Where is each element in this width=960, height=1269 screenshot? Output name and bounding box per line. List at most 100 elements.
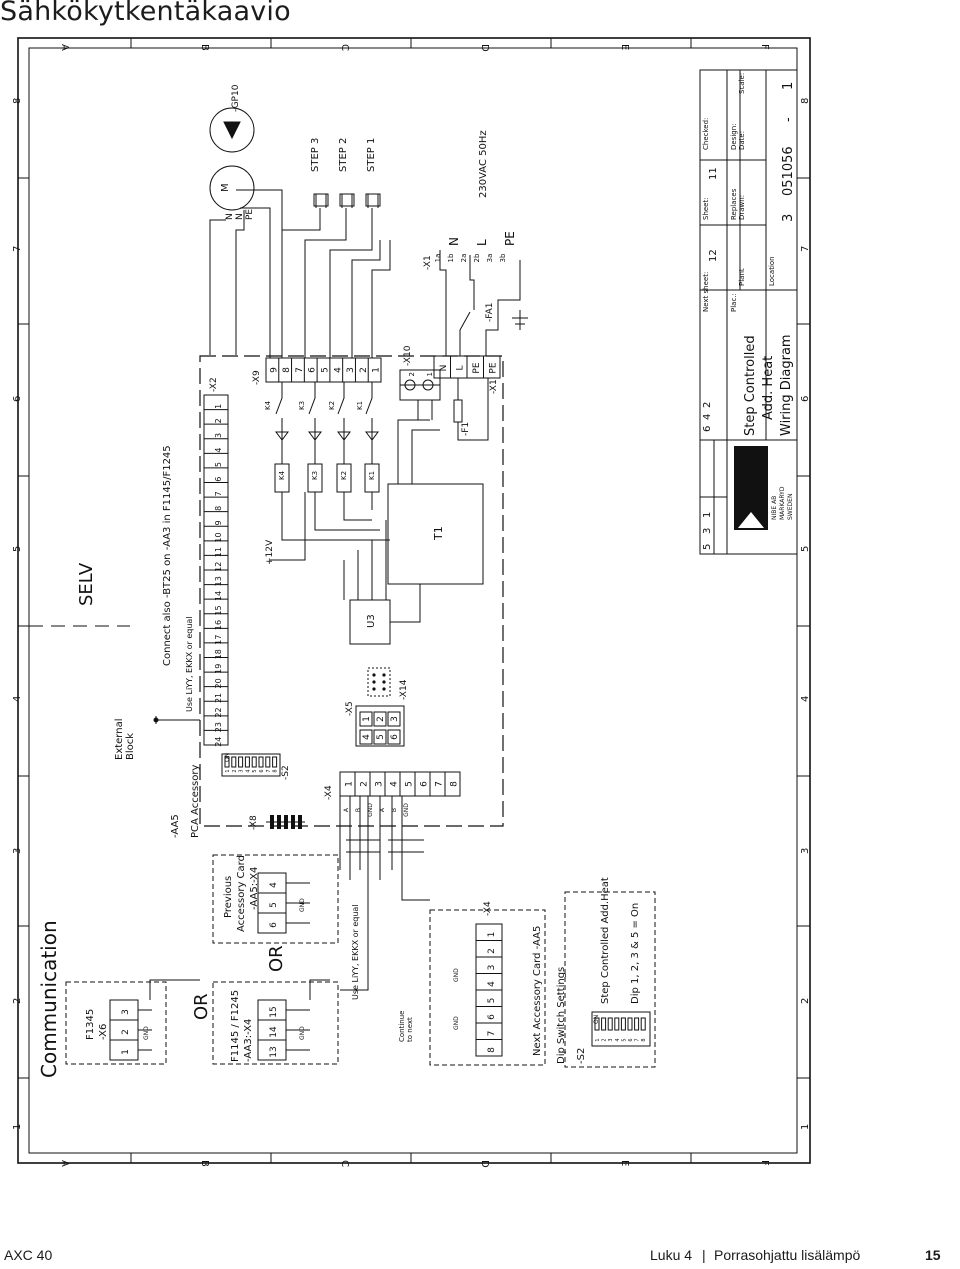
x1-mains-terminal: 1a	[434, 254, 442, 263]
f1145-box	[212, 981, 339, 1065]
next-x4-terminal-number: 6	[487, 1014, 497, 1020]
frame-col-label-left: 6	[12, 396, 23, 402]
revision-number: 2	[702, 402, 713, 408]
x1-mains-terminal: 3b	[499, 253, 507, 262]
x4-terminal-number: 6	[420, 781, 430, 787]
x9-terminal-number: 3	[346, 367, 356, 373]
x2-terminal-number: 20	[214, 678, 223, 688]
dip-number: 1	[225, 769, 231, 772]
on-label: ON	[593, 1015, 600, 1024]
dip-setting-switch	[640, 1017, 646, 1031]
frame-row-label-top: D	[479, 44, 490, 52]
x5-pin-number: 3	[390, 716, 400, 722]
x9-terminal-number: 8	[282, 367, 292, 373]
frame-row-label-top: B	[199, 44, 210, 51]
dip-setting-number: 2	[602, 1038, 608, 1041]
footer-chapter: Luku 4	[650, 1247, 693, 1263]
frame-inner	[28, 47, 798, 1154]
f1145-terminal: 14	[269, 1026, 279, 1038]
frame-col-label-left: 5	[12, 546, 23, 552]
t1-box	[387, 483, 484, 585]
x5-label: -X5	[345, 701, 355, 716]
x2-terminal-number: 12	[214, 562, 223, 572]
k2-label: K2	[328, 401, 336, 410]
dip-number: 4	[245, 769, 251, 772]
pump-n-label: N	[225, 213, 235, 220]
supply-label: +12V	[265, 539, 275, 565]
footer-separator: |	[702, 1247, 706, 1263]
x4-signal-label: GND	[403, 803, 410, 817]
next-x4-terminal-number: 5	[487, 998, 497, 1004]
x8-connector	[266, 815, 305, 829]
dip-switch	[224, 756, 230, 768]
x2-terminal-number: 5	[214, 462, 223, 467]
dip-line2: Dip 1, 2, 3 & 5 = On	[630, 903, 641, 1004]
frame-row-label-top: F	[759, 44, 770, 50]
title-line-1: Step Controlled	[743, 335, 758, 436]
x2-terminal-number: 9	[214, 520, 223, 525]
x5-pin-number: 4	[362, 734, 372, 740]
external-block-label: Block	[125, 733, 136, 760]
revision-number: 1	[702, 512, 713, 518]
x2-terminal-number: 21	[214, 693, 223, 703]
f1-fuse	[453, 378, 489, 441]
dip-switch	[244, 756, 250, 768]
prev-card-terminal: 5	[269, 902, 279, 908]
date-label: Date:	[738, 131, 746, 150]
next-x4-terminal-number: 2	[487, 948, 497, 954]
x9-terminal-number: 7	[295, 367, 305, 373]
k3-coil-label: K3	[311, 471, 319, 480]
x2-terminal-number: 16	[214, 620, 223, 630]
gp10-label: -GP10	[231, 84, 241, 112]
dip-setting-number: 4	[615, 1038, 621, 1041]
dip-switch	[258, 756, 264, 768]
title-block-text: Next sheet:12Sheet:11Checked:Plac.:Repla…	[702, 73, 796, 550]
x9-terminal-number: 2	[359, 367, 369, 373]
x4-terminal-number: 8	[450, 781, 460, 787]
x4-terminal-number: 3	[375, 781, 385, 787]
external-block-label: External	[114, 719, 125, 761]
dip-setting-switch	[634, 1017, 640, 1031]
frame-col-label-right: 2	[800, 998, 811, 1004]
gnd-label: GND	[299, 898, 306, 912]
step-output-wiring	[236, 189, 391, 358]
x2-terminal-number: 22	[214, 707, 223, 717]
f1345-label: F1345	[85, 1009, 96, 1040]
checked-label: Checked:	[702, 118, 710, 150]
x5-pin	[359, 711, 373, 727]
x9-terminal-number: 5	[321, 367, 331, 373]
x4-label: -X4	[324, 785, 334, 800]
x4-terminal-number: 4	[390, 781, 400, 787]
f1145-terminal: 15	[269, 1006, 279, 1017]
x14-connector	[367, 667, 391, 697]
nibe-logo	[734, 446, 768, 530]
x4-terminal-number: 5	[405, 781, 415, 787]
gnd-label: GND	[299, 1026, 306, 1040]
x2-terminal-number: 13	[214, 576, 223, 586]
frame-row-label-bottom: A	[59, 1160, 70, 1167]
communication-wiring	[149, 796, 430, 1000]
x5-pin-number: 5	[376, 734, 386, 740]
s2-dip-board	[221, 753, 281, 777]
x1-mains-terminal: 2b	[473, 253, 481, 262]
continue-label: to next	[406, 1017, 414, 1042]
f1145-label: F1145 / F1245	[230, 990, 241, 1062]
x1-mains-terminal: 3a	[486, 254, 494, 263]
x4-signal-label: GND	[367, 803, 374, 817]
frame-col-label-left: 7	[12, 246, 23, 252]
frame-col-label-right: 8	[800, 98, 811, 104]
x2-label: -X2	[209, 377, 219, 392]
company-country: SWEDEN	[787, 494, 794, 520]
x14-label: -X14	[399, 679, 409, 700]
revision-number: 4	[702, 414, 713, 420]
dip-setting-number: 6	[628, 1038, 634, 1041]
dip-setting-switch	[607, 1017, 613, 1031]
frame-row-label-bottom: F	[759, 1160, 770, 1166]
x10-label: -X10	[403, 345, 413, 366]
next-x4-terminal-number: 4	[487, 981, 497, 987]
connect-note: Connect also -BT25 on -AA3 in F1145/F124…	[162, 445, 173, 666]
next-x4-label: -X4	[483, 901, 493, 916]
